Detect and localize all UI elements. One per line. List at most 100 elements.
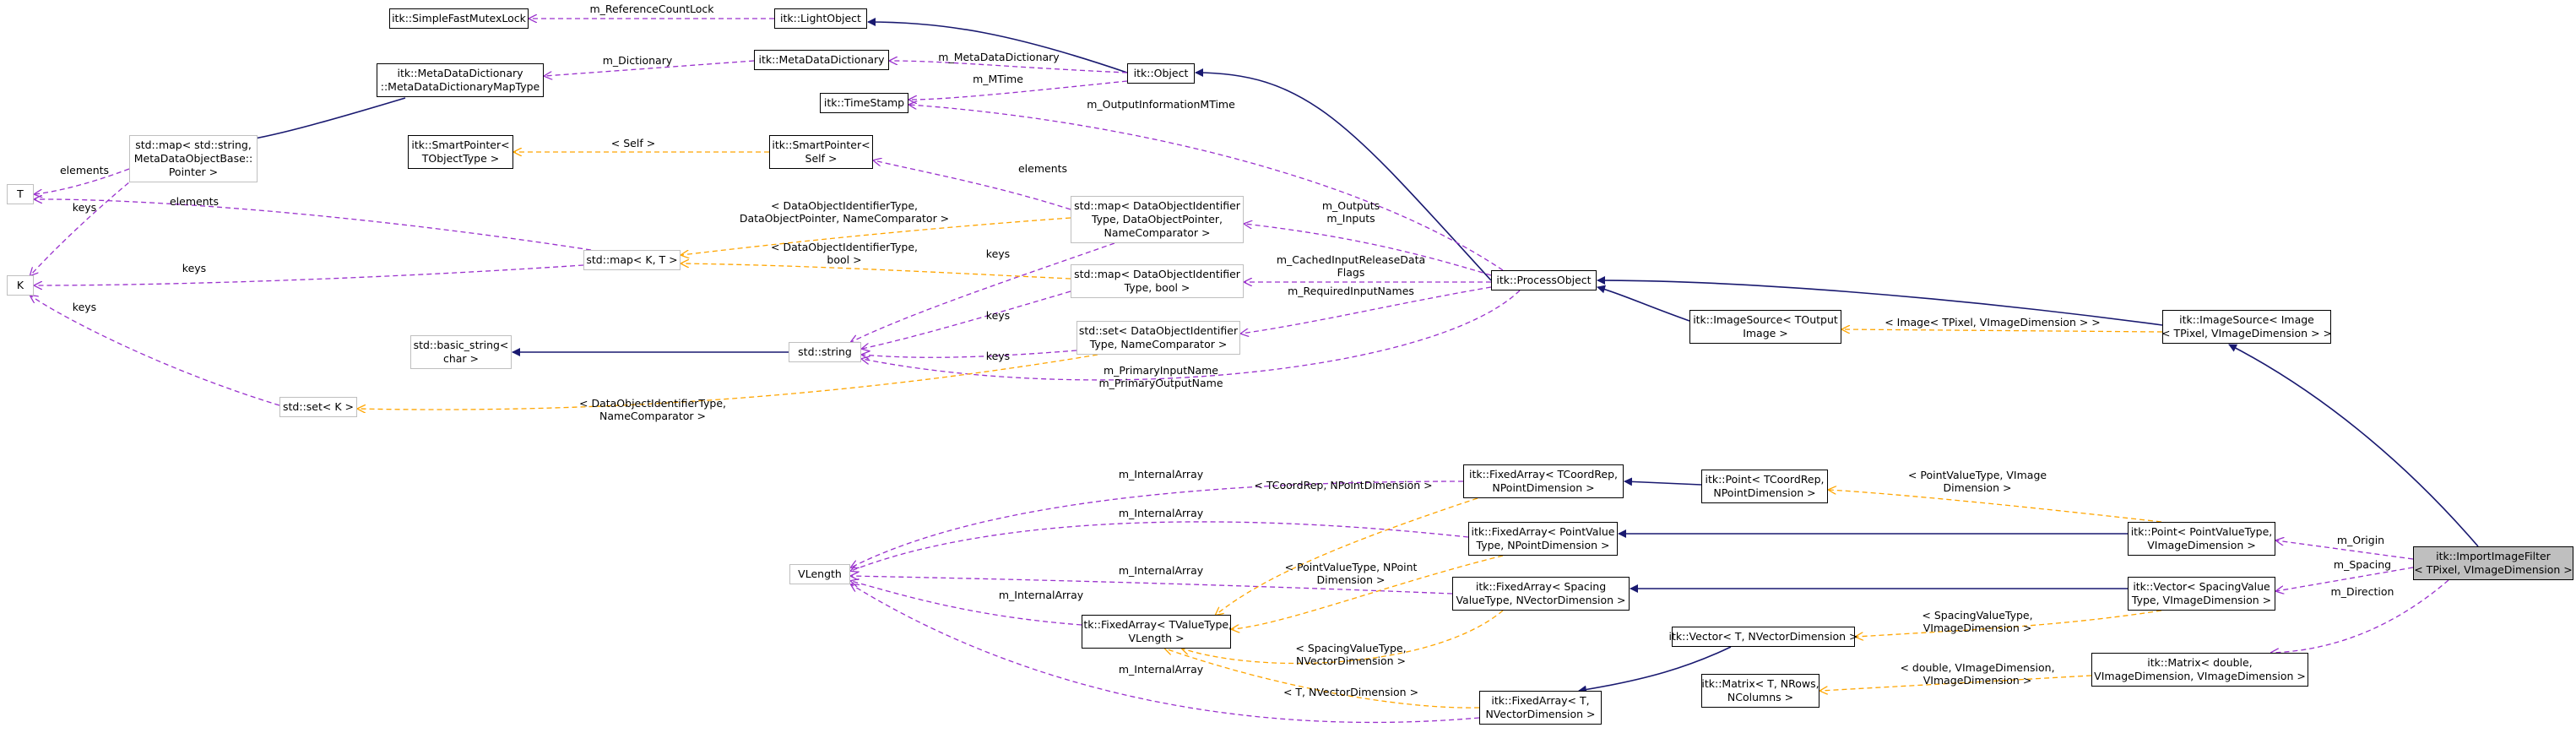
edge-templ-image [1842,329,2163,332]
node-label-line: itk::FixedArray< PointValue [1471,525,1615,538]
node-fixed-array-tcoordrep[interactable]: itk::FixedArray< TCoordRep,NPointDimensi… [1463,464,1624,498]
node-label-line: itk::Matrix< T, NRows, [1701,677,1819,690]
node-light-object[interactable]: itk::LightObject [774,8,867,29]
edge-templ-coordrep [1216,497,1478,615]
edge-metadatadictionary [890,61,1128,73]
edge-outputs-inputs [1245,224,1492,276]
edge-label-m-mtime: m_MTime [973,73,1023,85]
node-label-line: itk::SmartPointer< [772,138,870,151]
edge-label-elements-smart: elements [1018,162,1067,175]
node-vlength[interactable]: VLength [789,564,850,584]
node-label-line: Image > [1743,327,1788,339]
node-vector-t[interactable]: itk::Vector< T, NVectorDimension > [1668,627,1858,647]
node-import-image-filter[interactable]: itk::ImportImageFilter< TPixel, VImageDi… [2413,546,2573,580]
edge-internalarray-2 [851,521,1469,571]
edge-imagesource-image-processobject [1597,276,2163,326]
node-label-line: VImageDimension, VImageDimension > [2094,670,2306,682]
edge-internalarray-1 [851,481,1464,567]
edge-elements-map-t [35,168,130,194]
node-std-string[interactable]: std::string [789,342,861,362]
node-label-line: itk::Point< TCoordRep, [1705,473,1825,486]
node-set-k[interactable]: std::set< K > [279,397,357,417]
node-t[interactable]: T [7,184,34,204]
node-point-tcoordrep[interactable]: itk::Point< TCoordRep,NPointDimension > [1701,470,1828,503]
node-matrix-double[interactable]: itk::Matrix< double,VImageDimension, VIm… [2091,653,2308,687]
node-object[interactable]: itk::Object [1127,63,1195,84]
edge-direction [2271,579,2449,653]
edge-outputinformationmtime [909,105,1504,271]
node-label-line: std::map< std::string, [135,138,252,151]
edge-mapmeta-mapstringmeta [244,97,406,144]
node-basic-string[interactable]: std::basic_string<char > [410,335,512,369]
node-fixed-array-tvaluetype[interactable]: itk::FixedArray< TValueType,VLength > [1081,615,1232,649]
node-label-line: itk::TimeStamp [823,96,905,109]
edge-templ-map-bool [681,263,1071,280]
edge-templ-double [1820,675,2092,691]
node-matrix-t[interactable]: itk::Matrix< T, NRows,NColumns > [1701,674,1819,708]
edge-templ-set [358,354,1098,410]
node-label-line: std::basic_string< [413,339,509,351]
node-label-line: std::map< DataObjectIdentifier [1074,199,1240,212]
node-label-line: std::string [798,345,852,358]
edge-origin [2276,540,2414,560]
edge-elements-smartpointer [874,160,1071,210]
node-time-stamp[interactable]: itk::TimeStamp [820,93,908,113]
node-label-line: T [17,187,24,200]
node-smart-pointer-self[interactable]: itk::SmartPointer<Self > [769,135,873,169]
edge-templ-spacing [1182,610,1504,665]
node-metadata-dictionary-map-type[interactable]: itk::MetaDataDictionary::MetaDataDiction… [377,63,544,97]
node-label-line: Self > [805,152,838,165]
edge-keys-mapkt-k [35,264,584,285]
edge-label-elements-t1: elements [60,164,109,176]
node-label-line: char > [442,352,480,365]
edge-label-self: < Self > [611,137,655,149]
node-label-line: Type, VImageDimension > [2131,594,2272,606]
node-map-k-t[interactable]: std::map< K, T > [583,250,681,270]
node-label-line: VLength [798,567,842,580]
node-label-line: Pointer > [168,166,219,178]
node-label-line: itk::SmartPointer< [411,138,510,151]
node-label-line: std::map< DataObjectIdentifier [1074,268,1240,280]
node-simple-fast-mutex-lock[interactable]: itk::SimpleFastMutexLock [389,8,529,29]
node-point-pointvalue[interactable]: itk::Point< PointValueType,VImageDimensi… [2128,522,2275,556]
edge-keys-setk-k [30,296,280,406]
edge-label-elements-t2: elements [170,195,219,208]
node-label-line: std::map< K, T > [586,253,678,266]
node-smart-pointer-tobjecttype[interactable]: itk::SmartPointer<TObjectType > [408,135,513,169]
edge-label-templ-double: < double, VImageDimension,VImageDimensio… [1900,661,2054,687]
edge-label-ia2: m_InternalArray [1119,507,1204,519]
node-process-object[interactable]: itk::ProcessObject [1491,270,1597,290]
node-map-string-metadata[interactable]: std::map< std::string,MetaDataObjectBase… [129,135,258,182]
edge-label-ia3: m_InternalArray [1119,564,1204,577]
edge-label-templ-map-ptr: < DataObjectIdentifierType,DataObjectPoi… [740,199,949,225]
edge-label-templ-set: < DataObjectIdentifierType,NameComparato… [579,397,726,422]
edge-mtime [909,80,1128,100]
node-fixed-array-t[interactable]: itk::FixedArray< T,NVectorDimension > [1479,691,1602,725]
node-label-line: NPointDimension > [1713,486,1816,499]
node-label-line: Type, NameComparator > [1089,338,1228,350]
node-label-line: itk::MetaDataDictionary [758,53,885,66]
node-label-line: VImageDimension > [2147,539,2256,551]
node-image-source-image[interactable]: itk::ImageSource< Image< TPixel, VImageD… [2161,310,2332,344]
edge-keys-map-bool-string [862,290,1071,349]
edge-label-templ-map-bool: < DataObjectIdentifierType,bool > [771,241,918,266]
node-metadata-dictionary[interactable]: itk::MetaDataDictionary [754,50,889,70]
edge-label-keys-k3: keys [73,301,96,313]
node-label-line: itk::Vector< T, NVectorDimension > [1668,630,1858,643]
node-label-line: std::set< K > [283,400,354,413]
edge-label-keys-s2: keys [986,309,1010,322]
edge-label-templ-spacing-vimage: < SpacingValueType,VImageDimension > [1922,609,2032,634]
edge-label-keys-k1: keys [73,201,96,214]
edge-object-lightobject [867,18,1128,73]
node-k[interactable]: K [7,275,34,296]
